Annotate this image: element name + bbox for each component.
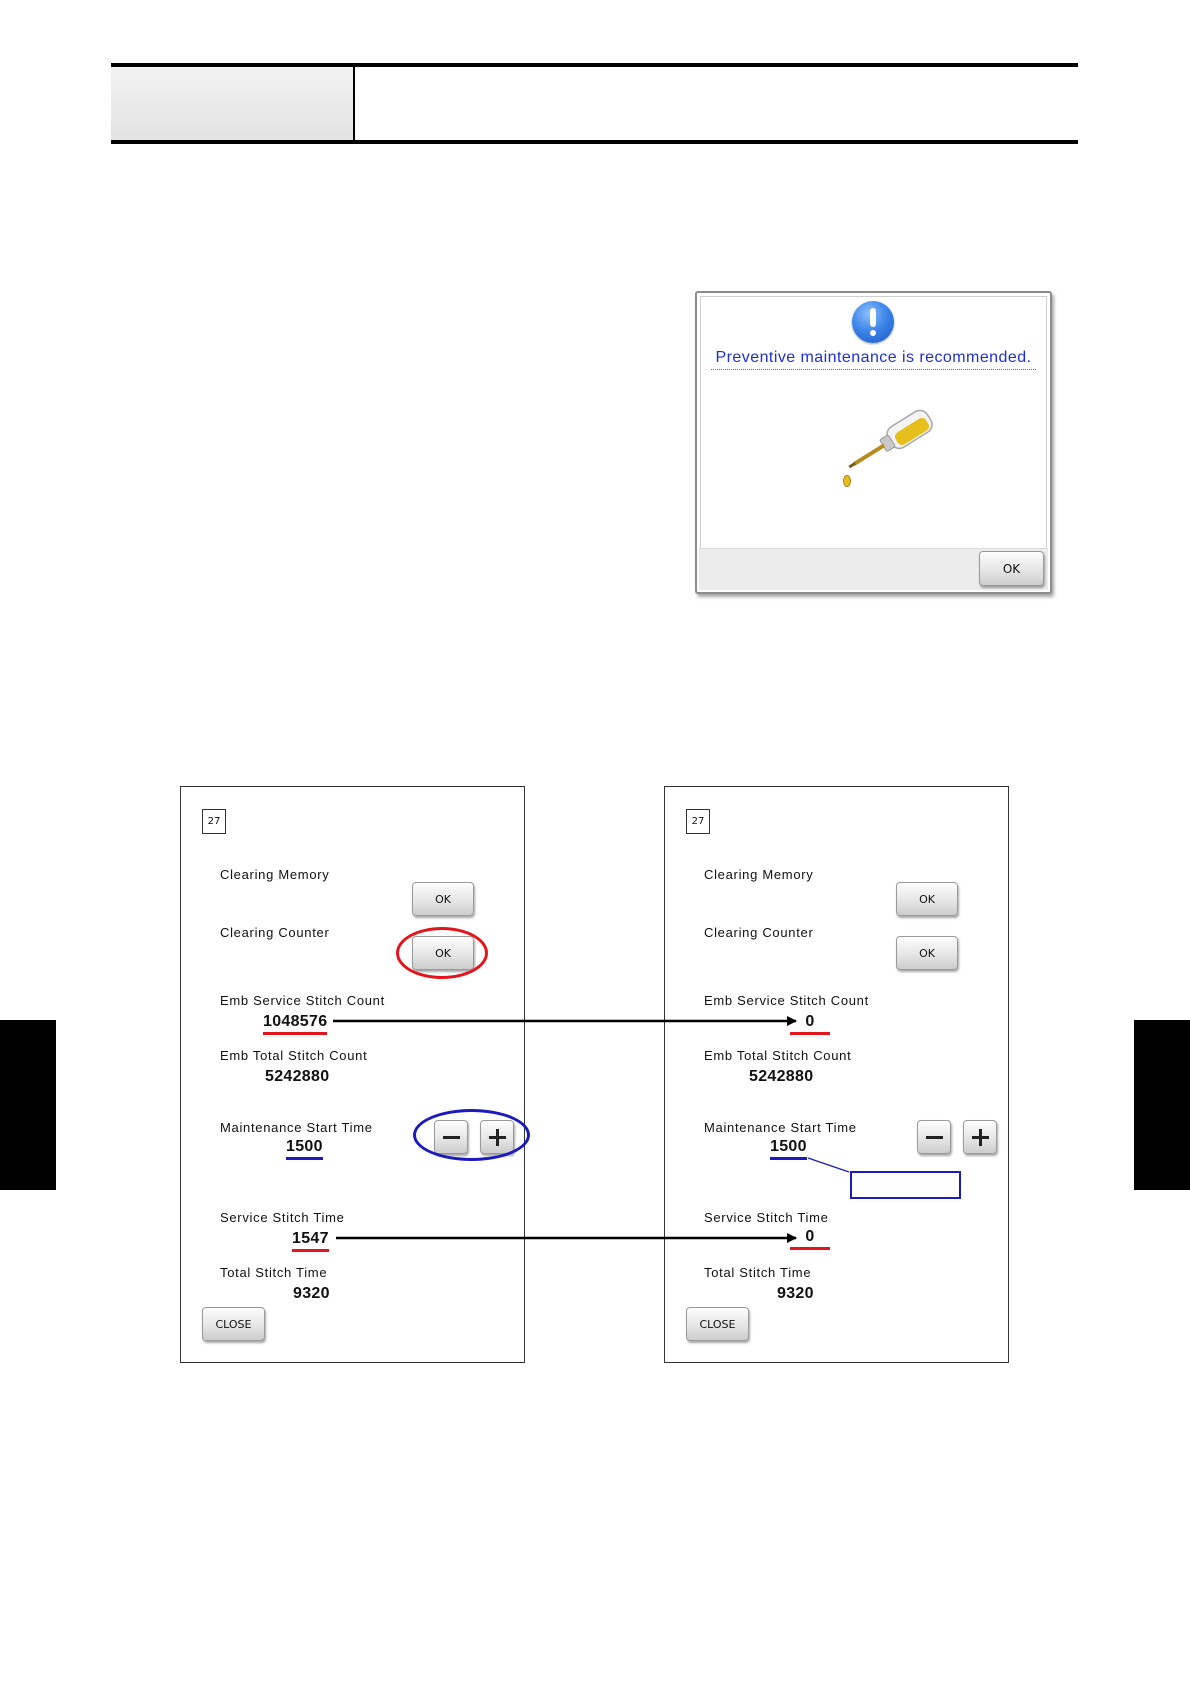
dialog-ok-button[interactable]: OK <box>979 551 1044 586</box>
maintenance-start-time-value: 1500 <box>770 1138 807 1160</box>
header-divider <box>353 67 355 141</box>
clearing-counter-ok-button[interactable]: OK <box>896 936 958 970</box>
clearing-memory-ok-button[interactable]: OK <box>412 882 474 916</box>
maintenance-start-time-label: Maintenance Start Time <box>220 1120 373 1135</box>
exclamation-icon <box>852 301 894 343</box>
emb-total-stitch-count-value: 5242880 <box>265 1068 330 1085</box>
blue-callout-box <box>850 1171 961 1199</box>
total-stitch-time-label: Total Stitch Time <box>220 1265 328 1280</box>
page-number-box: 27 <box>202 809 226 834</box>
left-side-tab <box>0 1020 56 1190</box>
total-stitch-time-label: Total Stitch Time <box>704 1265 812 1280</box>
clearing-counter-label: Clearing Counter <box>704 925 814 940</box>
clearing-counter-label: Clearing Counter <box>220 925 330 940</box>
header-bottom-rule <box>111 140 1078 144</box>
clearing-memory-ok-button[interactable]: OK <box>896 882 958 916</box>
settings-panel-before: 27 Clearing Memory OK Clearing Counter O… <box>180 786 530 1363</box>
right-side-tab <box>1134 1020 1190 1190</box>
total-stitch-time-value: 9320 <box>777 1285 814 1302</box>
service-stitch-time-value: 1547 <box>292 1230 329 1252</box>
service-stitch-time-value: 0 <box>790 1228 830 1250</box>
maintenance-start-time-label: Maintenance Start Time <box>704 1120 857 1135</box>
emb-service-stitch-count-label: Emb Service Stitch Count <box>220 993 385 1008</box>
service-stitch-time-label: Service Stitch Time <box>220 1210 345 1225</box>
page-number-box: 27 <box>686 809 710 834</box>
close-button[interactable]: CLOSE <box>686 1307 749 1341</box>
increase-button[interactable] <box>963 1120 997 1154</box>
service-stitch-time-label: Service Stitch Time <box>704 1210 829 1225</box>
settings-panel-after: 27 Clearing Memory OK Clearing Counter O… <box>664 786 1009 1363</box>
emb-total-stitch-count-label: Emb Total Stitch Count <box>220 1048 368 1063</box>
red-highlight-circle <box>396 927 488 979</box>
emb-service-stitch-count-value: 0 <box>790 1013 830 1035</box>
emb-total-stitch-count-label: Emb Total Stitch Count <box>704 1048 852 1063</box>
blue-highlight-circle <box>413 1109 530 1161</box>
minus-icon <box>926 1136 943 1139</box>
clearing-memory-label: Clearing Memory <box>220 867 330 882</box>
clearing-memory-label: Clearing Memory <box>704 867 814 882</box>
emb-service-stitch-count-value: 1048576 <box>263 1013 328 1035</box>
emb-service-stitch-count-label: Emb Service Stitch Count <box>704 993 869 1008</box>
close-button[interactable]: CLOSE <box>202 1307 265 1341</box>
total-stitch-time-value: 9320 <box>293 1285 330 1302</box>
maintenance-dialog: Preventive maintenance is recommended. O… <box>695 291 1052 594</box>
decrease-button[interactable] <box>917 1120 951 1154</box>
emb-total-stitch-count-value: 5242880 <box>749 1068 814 1085</box>
maintenance-start-time-value: 1500 <box>286 1138 323 1160</box>
header-top-rule <box>111 63 1078 67</box>
dialog-message: Preventive maintenance is recommended. <box>711 349 1036 370</box>
header-gray-cell <box>111 67 354 141</box>
oil-bottle-icon <box>843 409 933 487</box>
